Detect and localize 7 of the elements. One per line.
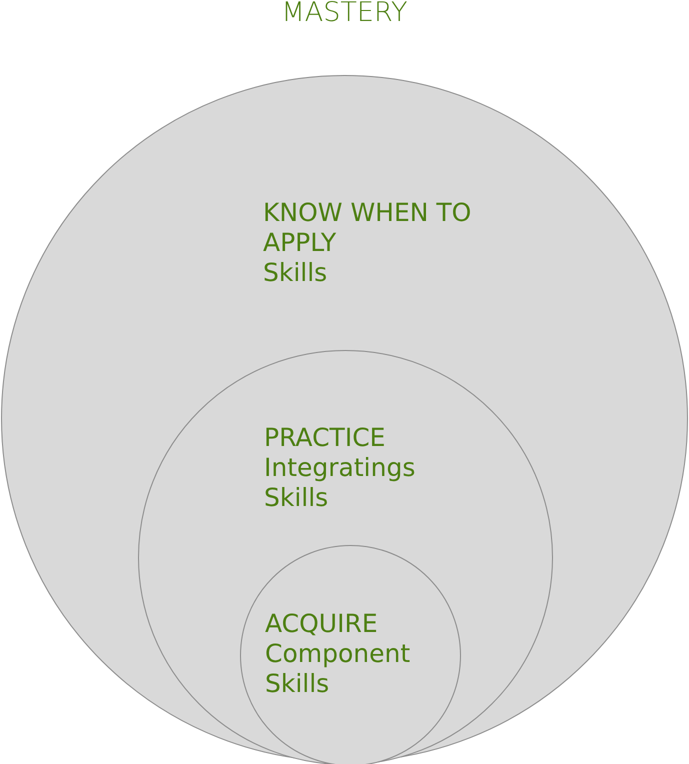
stage-label: Skills [263, 258, 328, 288]
stage-label: Integratings Skills [264, 453, 416, 513]
stage-label: Component Skills [265, 639, 412, 699]
stage-heading: KNOW WHEN TO APPLY [263, 198, 472, 258]
diagram-title: MASTERY [280, 0, 408, 30]
stage-heading: PRACTICE [264, 423, 386, 453]
stage-heading: ACQUIRE [265, 609, 378, 639]
